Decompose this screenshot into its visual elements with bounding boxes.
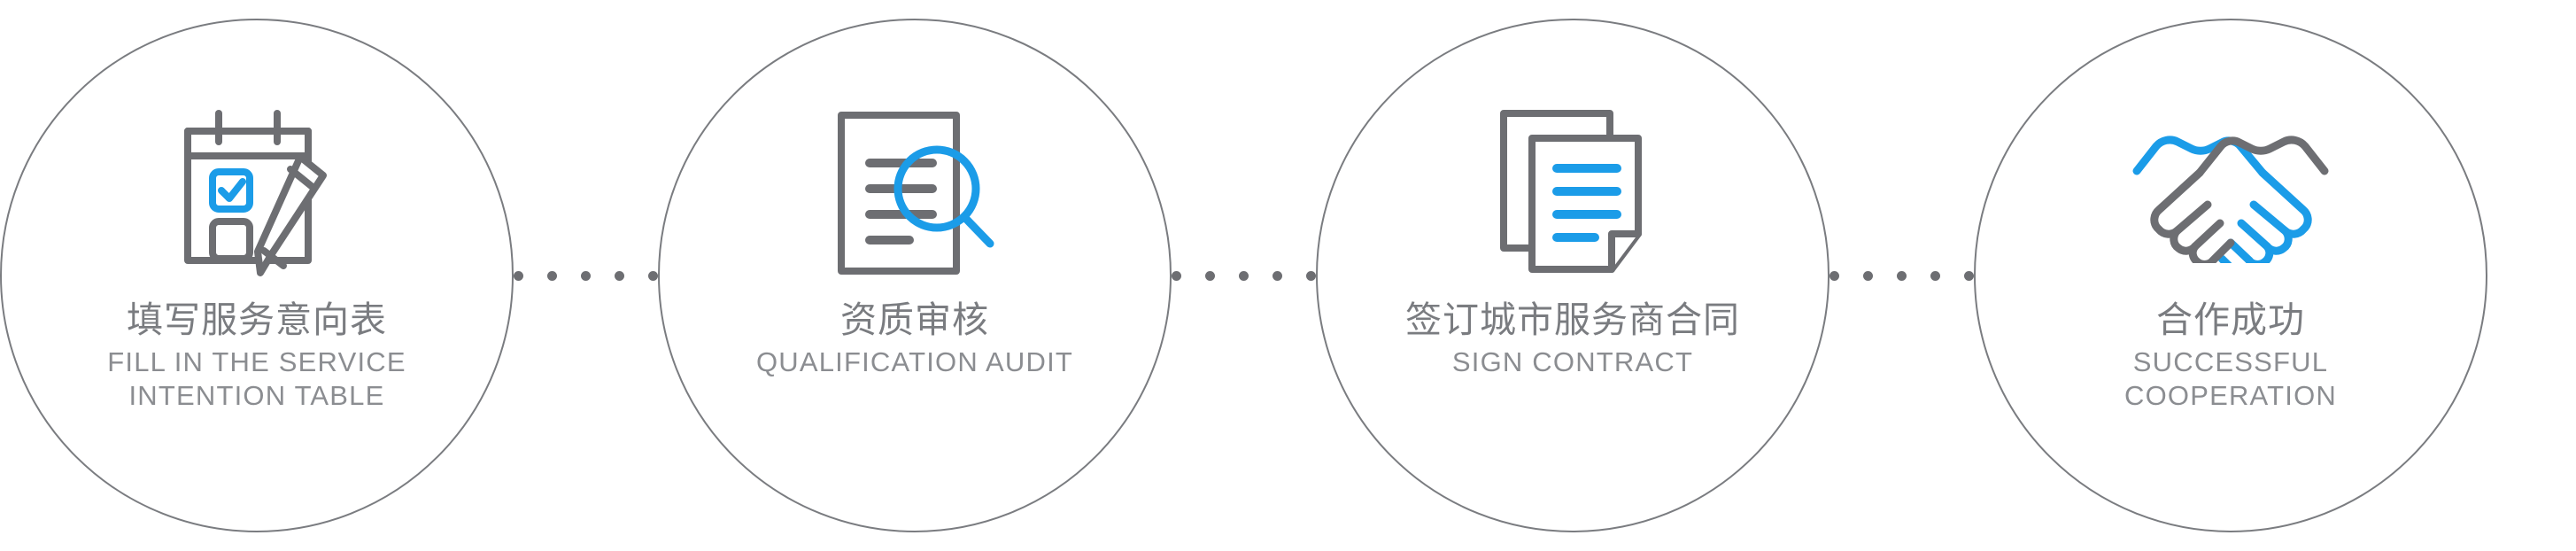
connector-dots-1 bbox=[514, 19, 658, 532]
connector-dot bbox=[1830, 270, 1839, 281]
connector-dot bbox=[1273, 270, 1282, 281]
process-step-4-text: 合作成功 SUCCESSFUL COOPERATION bbox=[1976, 298, 2486, 413]
process-step-1[interactable]: 填写服务意向表 FILL IN THE SERVICE INTENTION TA… bbox=[0, 19, 514, 532]
connector-dots-2 bbox=[1172, 19, 1316, 532]
connector-dot bbox=[1897, 270, 1907, 281]
connector-dot bbox=[1239, 270, 1249, 281]
process-step-2-text: 资质审核 QUALIFICATION AUDIT bbox=[660, 298, 1170, 379]
connector-dot bbox=[1172, 270, 1181, 281]
connector-dot bbox=[1964, 270, 1974, 281]
process-step-3-text: 签订城市服务商合同 SIGN CONTRACT bbox=[1318, 298, 1828, 379]
connector-dot bbox=[514, 270, 523, 281]
connector-dot bbox=[547, 270, 557, 281]
calendar-checklist-pencil-icon bbox=[155, 105, 359, 282]
process-step-1-title-en: FILL IN THE SERVICE INTENTION TABLE bbox=[107, 346, 406, 411]
document-magnifier-icon bbox=[813, 105, 1017, 282]
connector-dot bbox=[1930, 270, 1940, 281]
connector-dot bbox=[648, 270, 658, 281]
connector-dot bbox=[1306, 270, 1316, 281]
process-step-1-title-cn: 填写服务意向表 bbox=[127, 299, 387, 340]
process-step-4-title-cn: 合作成功 bbox=[2156, 299, 2305, 340]
process-step-4[interactable]: 合作成功 SUCCESSFUL COOPERATION bbox=[1974, 19, 2487, 532]
connector-dots-3 bbox=[1830, 19, 1974, 532]
process-step-2[interactable]: 资质审核 QUALIFICATION AUDIT bbox=[658, 19, 1172, 532]
connector-dot bbox=[581, 270, 591, 281]
stacked-documents-contract-icon bbox=[1471, 105, 1675, 282]
process-step-2-title-en: QUALIFICATION AUDIT bbox=[755, 346, 1074, 377]
process-step-4-title-en: SUCCESSFUL COOPERATION bbox=[2124, 346, 2337, 411]
process-step-2-title-cn: 资质审核 bbox=[840, 299, 989, 340]
connector-dot bbox=[1863, 270, 1873, 281]
process-step-3[interactable]: 签订城市服务商合同 SIGN CONTRACT bbox=[1316, 19, 1830, 532]
process-step-3-title-cn: 签订城市服务商合同 bbox=[1405, 299, 1740, 340]
connector-dot bbox=[615, 270, 624, 281]
connector-dot bbox=[1205, 270, 1215, 281]
process-step-1-text: 填写服务意向表 FILL IN THE SERVICE INTENTION TA… bbox=[2, 298, 512, 413]
process-step-3-title-en: SIGN CONTRACT bbox=[1451, 346, 1694, 377]
handshake-icon bbox=[2129, 105, 2332, 282]
